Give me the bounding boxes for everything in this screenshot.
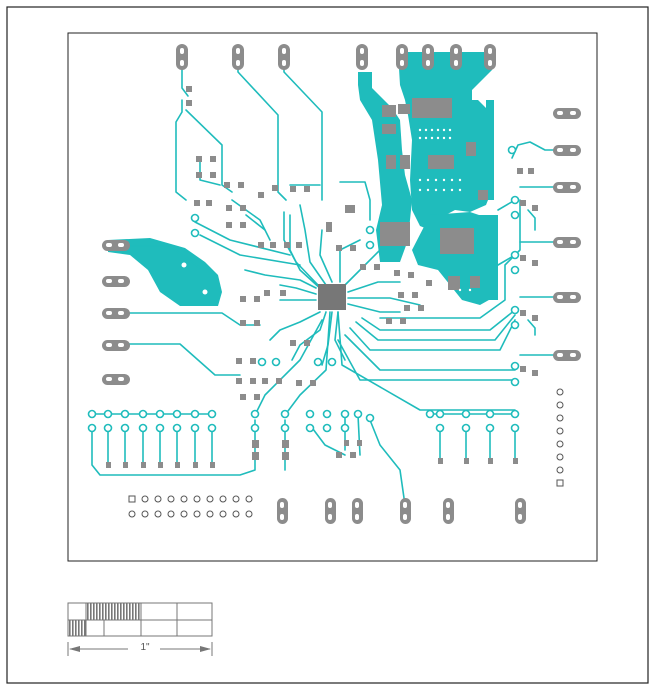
top-slot-pad-4 xyxy=(356,44,368,70)
top-slot-pad-3 xyxy=(278,44,290,70)
scale-block-hatched-bottom xyxy=(67,619,87,637)
bottom-slot-pad-3 xyxy=(352,498,363,524)
mosfet-pad-5 xyxy=(400,155,410,169)
arrow-left-icon xyxy=(69,646,80,652)
central-ic xyxy=(318,284,346,310)
mosfet-pad-4 xyxy=(386,155,396,169)
scale-block-hatched-top xyxy=(85,602,142,621)
bottom-slot-pad-5 xyxy=(443,498,454,524)
left-slot-pad-4 xyxy=(102,340,130,351)
inductor-pad-1 xyxy=(412,98,452,118)
board-outline xyxy=(67,32,598,562)
scale-label: 1" xyxy=(140,642,150,653)
left-slot-pad-2 xyxy=(102,276,130,287)
mosfet-pad-2 xyxy=(382,105,396,117)
slot-holes xyxy=(106,48,576,520)
bottom-slot-pad-6 xyxy=(515,498,526,524)
left-slot-pad-3 xyxy=(102,308,130,319)
left-copper-pour xyxy=(108,238,222,306)
right-slot-pad-5 xyxy=(553,292,581,303)
mosfet-pad-9 xyxy=(470,276,480,288)
pads xyxy=(102,44,581,524)
drawing-frame xyxy=(6,6,649,684)
bottom-slot-pad-1 xyxy=(277,498,288,524)
arrow-right-icon xyxy=(200,646,211,652)
top-slot-pad-6 xyxy=(422,44,434,70)
inductor-pad-3 xyxy=(440,228,474,254)
mosfet-pad-10 xyxy=(398,104,410,114)
mosfet-pad-7 xyxy=(478,190,488,200)
power-pour-mid xyxy=(398,52,492,100)
mosfet-pad-6 xyxy=(466,142,476,156)
copper-pours xyxy=(108,52,498,306)
mosfet-pad-8 xyxy=(448,276,460,290)
scale-bar xyxy=(67,602,213,656)
through-hole-pads xyxy=(87,145,520,433)
via-dots xyxy=(181,128,472,295)
top-slot-pad-1 xyxy=(176,44,188,70)
bottom-slot-pad-2 xyxy=(325,498,336,524)
left-slot-pad-1 xyxy=(102,240,130,251)
right-slot-pad-4 xyxy=(553,237,581,248)
right-slot-pad-6 xyxy=(553,350,581,361)
inductor-pad-2 xyxy=(428,155,454,169)
power-pour-strip xyxy=(486,100,494,200)
right-slot-pad-3 xyxy=(553,182,581,193)
left-slot-pad-5 xyxy=(102,374,130,385)
right-slot-pad-2 xyxy=(553,145,581,156)
right-header-holes xyxy=(556,388,564,487)
top-slot-pad-8 xyxy=(484,44,496,70)
top-slot-pad-5 xyxy=(396,44,408,70)
mosfet-pad-3 xyxy=(382,124,396,134)
bottom-slot-pad-4 xyxy=(400,498,411,524)
bottom-header-holes xyxy=(128,495,253,518)
top-slot-pad-2 xyxy=(232,44,244,70)
right-slot-pad-1 xyxy=(553,108,581,119)
power-pour-left xyxy=(358,72,412,262)
mosfet-pad-1 xyxy=(380,222,410,246)
top-slot-pad-7 xyxy=(450,44,462,70)
